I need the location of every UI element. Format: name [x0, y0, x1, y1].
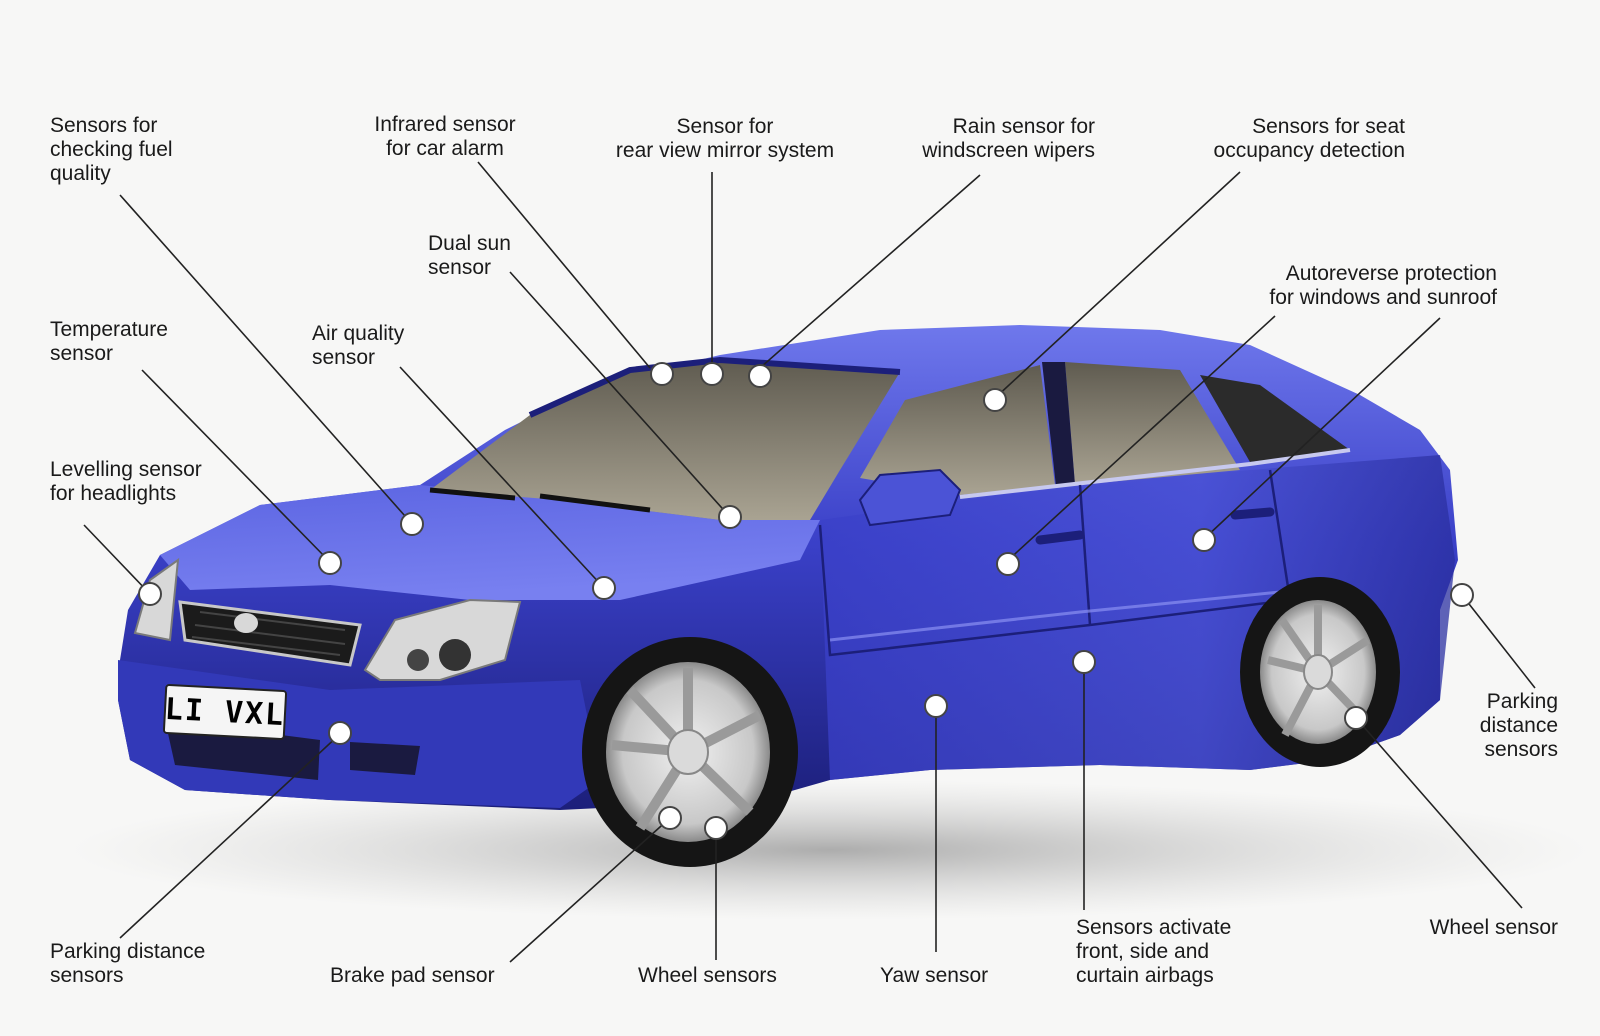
badge-icon [234, 613, 258, 633]
leader-autoreverse-rear [1204, 317, 1441, 539]
car-rear-window [1065, 362, 1240, 485]
label-autoreverse: Autoreverse protection for windows and s… [1269, 262, 1497, 309]
wing-mirror [858, 468, 962, 527]
label-parking-rear: Parking distance sensors [1479, 690, 1558, 761]
leader-parking-rear [1461, 594, 1536, 689]
leader-fuel-quality [119, 194, 406, 517]
label-yaw: Yaw sensor [880, 964, 989, 987]
leader-dual-sun [509, 271, 731, 518]
marker-parking-rear [1450, 583, 1474, 607]
label-seat-occupancy: Sensors for seat occupancy detection [1213, 115, 1405, 162]
marker-levelling [138, 582, 162, 606]
leader-parking-front [119, 733, 341, 939]
leader-levelling [83, 524, 151, 595]
marker-rear-view-mirror [700, 362, 724, 386]
leader-rain-sensor [759, 174, 981, 369]
leader-wheel-sensor-rear [1355, 717, 1523, 909]
label-airbags: Sensors activate front, side and curtain… [1076, 916, 1232, 987]
label-rain-sensor: Rain sensor for windscreen wipers [922, 115, 1095, 162]
marker-wheel-sensors [704, 816, 728, 840]
label-infrared-alarm: Infrared sensor for car alarm [374, 113, 516, 160]
number-plate [162, 684, 288, 740]
front-wheel [582, 637, 798, 867]
label-fuel-quality: Sensors for checking fuel quality [50, 114, 173, 185]
label-brake-pad: Brake pad sensor [330, 964, 495, 987]
marker-seat-occupancy [983, 388, 1007, 412]
car-windscreen [430, 360, 900, 520]
leader-seat-occupancy [994, 171, 1241, 399]
marker-autoreverse-window [996, 552, 1020, 576]
car-quarter-window [1200, 375, 1350, 462]
marker-air-quality [592, 576, 616, 600]
headlight-right [363, 598, 522, 681]
marker-dual-sun [718, 505, 742, 529]
marker-temperature [318, 551, 342, 575]
label-parking-front: Parking distance sensors [50, 940, 206, 987]
label-wheel-sensors: Wheel sensors [638, 964, 777, 987]
marker-autoreverse-sunroof [1192, 528, 1216, 552]
leader-lines [83, 161, 1536, 963]
marker-wheel-sensor-rear [1344, 706, 1368, 730]
marker-brake-pad [658, 806, 682, 830]
wiper-right [539, 493, 651, 513]
rear-door-handle [1230, 507, 1275, 520]
label-temperature: Temperature sensor [50, 318, 168, 365]
marker-parking-front [328, 721, 352, 745]
front-door-handle [1035, 530, 1085, 545]
marker-infrared-alarm [650, 362, 674, 386]
label-levelling: Levelling sensor for headlights [50, 458, 202, 505]
label-air-quality: Air quality sensor [312, 322, 405, 369]
label-wheel-sensor-rear: Wheel sensor [1429, 916, 1558, 939]
marker-rain-sensor [748, 364, 772, 388]
number-plate-text: LI VXL [164, 692, 286, 733]
fog-light-housing [350, 742, 420, 775]
wiper-left [429, 487, 516, 501]
marker-yaw [924, 694, 948, 718]
label-dual-sun: Dual sun sensor [428, 232, 511, 279]
leader-infrared-alarm [477, 161, 651, 369]
marker-fuel-quality [400, 512, 424, 536]
leader-temperature [141, 369, 331, 563]
leader-autoreverse-front [1004, 315, 1276, 564]
label-rear-view-mirror: Sensor for rear view mirror system [615, 115, 835, 162]
rear-wheel [1240, 577, 1400, 767]
leader-brake-pad [509, 817, 671, 963]
leader-air-quality [399, 366, 605, 589]
marker-airbags [1072, 650, 1096, 674]
car-shadow [70, 780, 1590, 920]
